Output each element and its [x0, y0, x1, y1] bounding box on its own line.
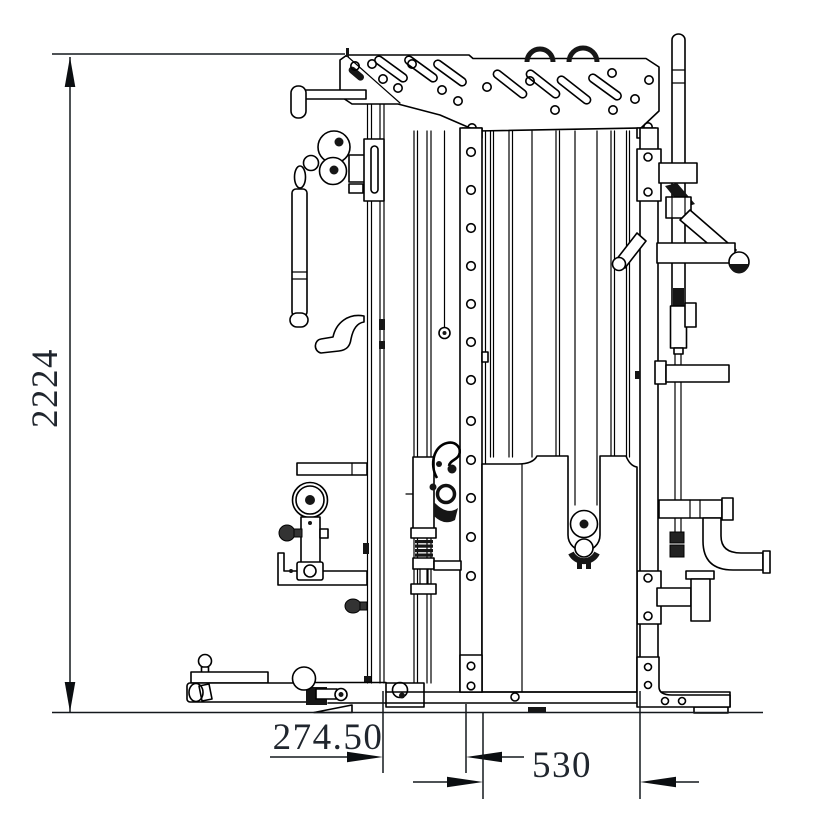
dimension-annotations: 2224 274.50 530 — [25, 53, 763, 799]
rear-column — [635, 127, 662, 693]
top-plate — [339, 45, 660, 139]
elbow-pipe-handle — [702, 517, 764, 571]
dimension-label-rear: 530 — [532, 745, 592, 786]
band-peg-mid — [654, 360, 730, 385]
arrow-up — [64, 57, 76, 87]
hanging-pin — [438, 130, 451, 340]
hanging-strap — [289, 165, 309, 328]
dimension-rear-span: 530 — [413, 691, 699, 799]
transport-wheel — [291, 666, 348, 705]
barbell-sleeve — [277, 462, 368, 614]
arrow-down — [64, 682, 76, 712]
arrow-left — [640, 776, 676, 788]
rail-slot-plate — [363, 138, 385, 202]
dimension-front-offset: 274.50 — [270, 691, 524, 773]
arrow-left — [466, 751, 502, 763]
base-frame — [309, 654, 731, 714]
pivot-cylinder — [656, 570, 715, 622]
j-cup-spotter-arm — [656, 162, 750, 274]
front-pulley-bracket — [290, 85, 368, 194]
dimension-label-front: 274.50 — [273, 717, 384, 758]
stack-pulley — [568, 509, 600, 569]
carriage-j-hook — [405, 441, 462, 595]
dimension-label-height: 2224 — [25, 348, 66, 428]
arrow-right — [447, 776, 483, 788]
rail-hook — [314, 314, 365, 354]
smith-guide-rails — [363, 103, 432, 684]
band-peg-low — [658, 497, 771, 574]
dimension-overall-height: 2224 — [25, 57, 76, 712]
pull-handle — [611, 232, 647, 272]
bench-rail — [186, 653, 353, 714]
arrow-right — [347, 751, 383, 763]
rear-upright-bar — [669, 33, 697, 558]
machine-drawing — [186, 33, 771, 714]
top-pulleys — [524, 45, 600, 63]
guide-rods — [484, 130, 631, 506]
spring-catch — [415, 540, 433, 557]
weight-stack-cover — [481, 455, 638, 693]
